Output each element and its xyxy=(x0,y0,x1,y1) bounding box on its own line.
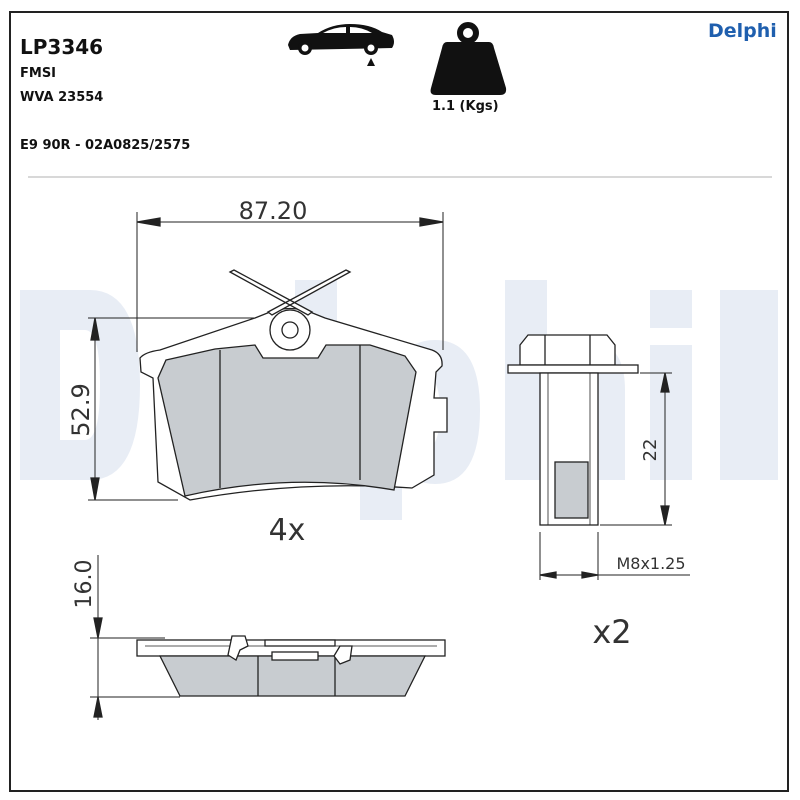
fmsi-label: FMSI xyxy=(20,66,57,81)
brake-pad-front-view xyxy=(88,212,448,501)
bolt-drawing xyxy=(507,334,690,580)
weight-icon xyxy=(430,22,507,95)
weight-value: 1.1 (Kgs) xyxy=(432,99,499,114)
approval-number: E9 90R - 02A0825/2575 xyxy=(20,138,191,153)
wva-number: WVA 23554 xyxy=(20,90,104,105)
width-dimension: 87.20 xyxy=(239,197,308,225)
bolt-thread-dimension: M8x1.25 xyxy=(616,554,685,573)
bolt-quantity: x2 xyxy=(592,613,631,651)
thickness-dimension: 16.0 xyxy=(72,560,97,609)
bolt-length-dimension: 22 xyxy=(640,439,661,462)
delphi-logo: Delphi xyxy=(708,20,777,42)
pad-quantity: 4x xyxy=(269,513,306,548)
part-number: LP3346 xyxy=(20,35,104,59)
height-dimension: 52.9 xyxy=(67,383,95,436)
car-rear-axle-icon xyxy=(288,24,394,66)
brake-pad-side-view xyxy=(90,555,446,720)
sheet-border xyxy=(9,11,789,792)
